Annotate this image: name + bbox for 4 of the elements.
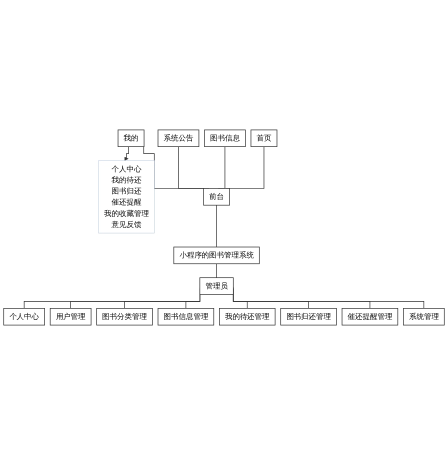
arrow [124,146,129,161]
connector [186,294,200,309]
connector [216,263,217,278]
connector [216,204,217,248]
